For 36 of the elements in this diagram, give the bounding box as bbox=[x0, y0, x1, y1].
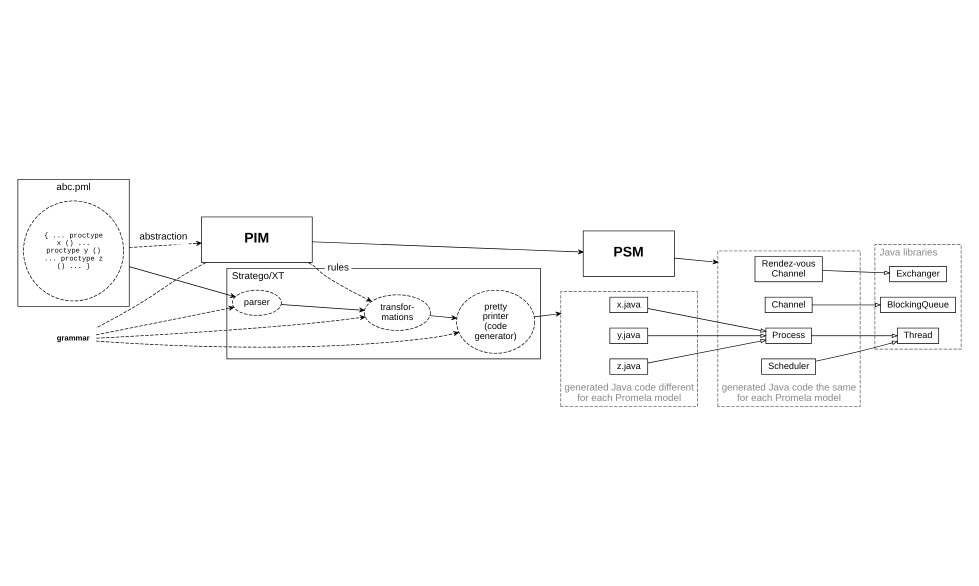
node-ellipse: pretty printer (code generator) bbox=[456, 290, 536, 354]
arrow bbox=[811, 334, 898, 338]
connector bbox=[96, 262, 206, 328]
arrow bbox=[648, 308, 767, 333]
arrow bbox=[308, 262, 372, 302]
node-box: Process bbox=[766, 328, 812, 344]
node-text: grammar bbox=[56, 334, 90, 343]
arrow bbox=[96, 315, 366, 339]
arrow bbox=[128, 240, 202, 248]
arrow bbox=[96, 331, 459, 348]
arrow bbox=[312, 241, 584, 254]
node-box: Rendez-vous Channel bbox=[754, 256, 823, 282]
arrow bbox=[648, 338, 767, 364]
arrow bbox=[534, 312, 562, 318]
arrow bbox=[815, 340, 898, 362]
node-box: x.java bbox=[610, 296, 648, 313]
arrow bbox=[96, 306, 234, 336]
node-box: Thread bbox=[896, 328, 940, 344]
node-box: Exchanger bbox=[889, 266, 947, 282]
node-box: z.java bbox=[610, 358, 648, 375]
arrow bbox=[822, 270, 891, 275]
node-box: PSM bbox=[582, 230, 675, 277]
arrow bbox=[812, 302, 882, 308]
node-box: PIM bbox=[201, 216, 313, 263]
node-box: y.java bbox=[610, 328, 648, 344]
arrow bbox=[648, 334, 767, 338]
edge-label: abstraction bbox=[139, 232, 188, 242]
arrow bbox=[430, 315, 457, 320]
node-box: Channel bbox=[764, 296, 812, 313]
node-box: BlockingQueue bbox=[880, 296, 956, 313]
edge-label: rules bbox=[328, 262, 349, 274]
node-ellipse: parser bbox=[232, 290, 282, 316]
arrow bbox=[128, 266, 236, 298]
arrow bbox=[280, 304, 365, 313]
node-box: Scheduler bbox=[761, 358, 816, 375]
arrow bbox=[674, 258, 718, 264]
